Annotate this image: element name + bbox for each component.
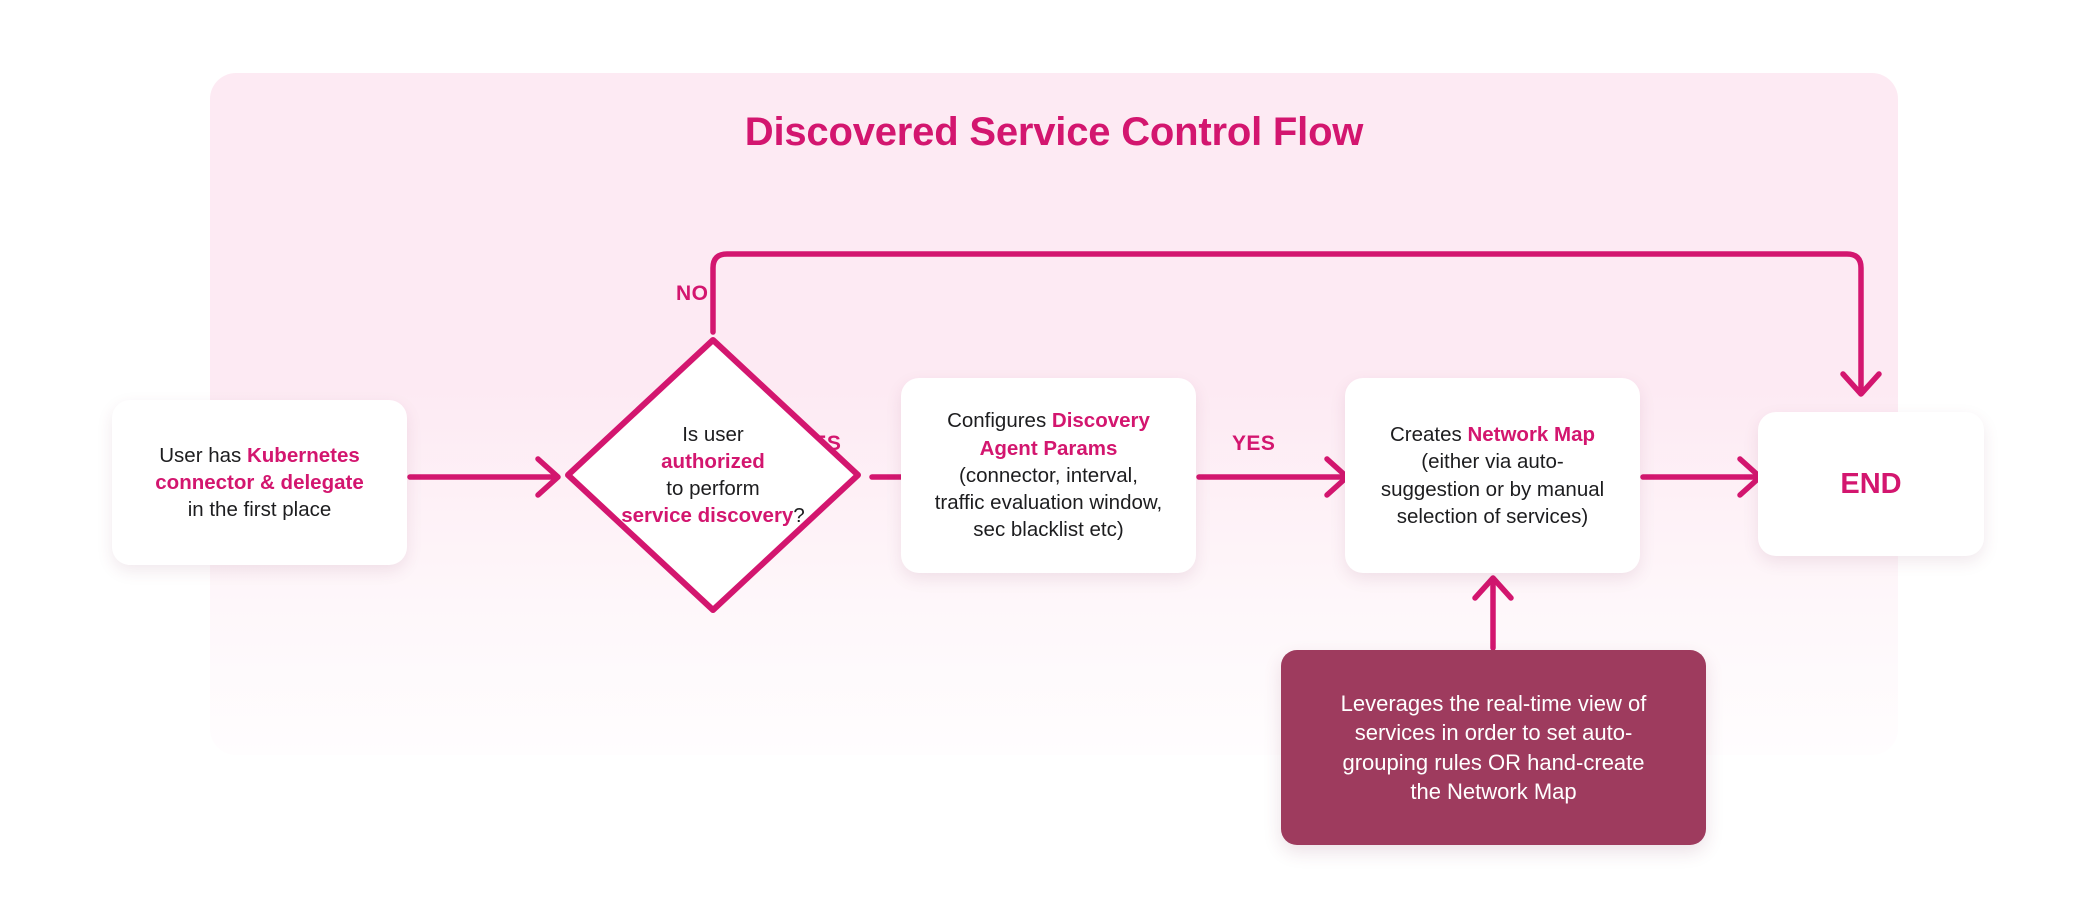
params-line5: sec blacklist etc) bbox=[973, 518, 1124, 542]
netmap-line2: (either via auto- bbox=[1421, 450, 1564, 474]
start-line1-highlight: Kubernetes bbox=[246, 443, 360, 467]
netmap-line4: selection of services) bbox=[1396, 504, 1589, 528]
decision-diamond-shape bbox=[565, 337, 861, 613]
decision-line3: to perform bbox=[666, 477, 760, 500]
decision-line1: Is user bbox=[682, 422, 744, 446]
decision-line4-suffix: ? bbox=[793, 504, 805, 528]
edge-label-yes-2: YES bbox=[1232, 432, 1276, 455]
decision-line4-highlight: service discovery bbox=[621, 504, 794, 528]
params-line1-plain: Configures bbox=[947, 409, 1052, 433]
note-line1: Leverages the real-time view of bbox=[1340, 691, 1647, 716]
start-line2-highlight: connector & delegate bbox=[155, 470, 364, 494]
node-start-user-has-connector: User has Kubernetes connector & delegate… bbox=[112, 400, 407, 565]
params-line1-highlight: Discovery bbox=[1051, 409, 1150, 433]
params-line2-highlight: Agent Params bbox=[979, 436, 1118, 460]
start-line1-plain: User has bbox=[159, 443, 247, 467]
node-end: END bbox=[1758, 412, 1984, 556]
netmap-line3: suggestion or by manual bbox=[1380, 477, 1605, 501]
start-line3: in the first place bbox=[187, 498, 332, 522]
page-title: Discovered Service Control Flow bbox=[744, 110, 1364, 154]
node-note-leverages-realtime-view: Leverages the real-time view of services… bbox=[1281, 650, 1706, 845]
note-line4: the Network Map bbox=[1410, 778, 1577, 804]
node-configures-discovery-agent-params: Configures Discovery Agent Params (conne… bbox=[901, 378, 1196, 573]
netmap-line1-highlight: Network Map bbox=[1467, 423, 1596, 446]
note-line3: grouping rules OR hand-create bbox=[1342, 749, 1645, 775]
node-decision-is-user-authorized: Is user authorized to perform service di… bbox=[558, 330, 868, 620]
params-line4: traffic evaluation window, bbox=[934, 491, 1163, 515]
node-creates-network-map: Creates Network Map (either via auto- su… bbox=[1345, 378, 1640, 573]
netmap-line1-plain: Creates bbox=[1389, 423, 1468, 446]
edge-label-no: NO bbox=[676, 282, 709, 305]
end-label: END bbox=[1840, 467, 1902, 500]
decision-line2-highlight: authorized bbox=[661, 449, 765, 473]
note-line2: services in order to set auto- bbox=[1354, 720, 1633, 746]
params-line3: (connector, interval, bbox=[959, 463, 1138, 487]
